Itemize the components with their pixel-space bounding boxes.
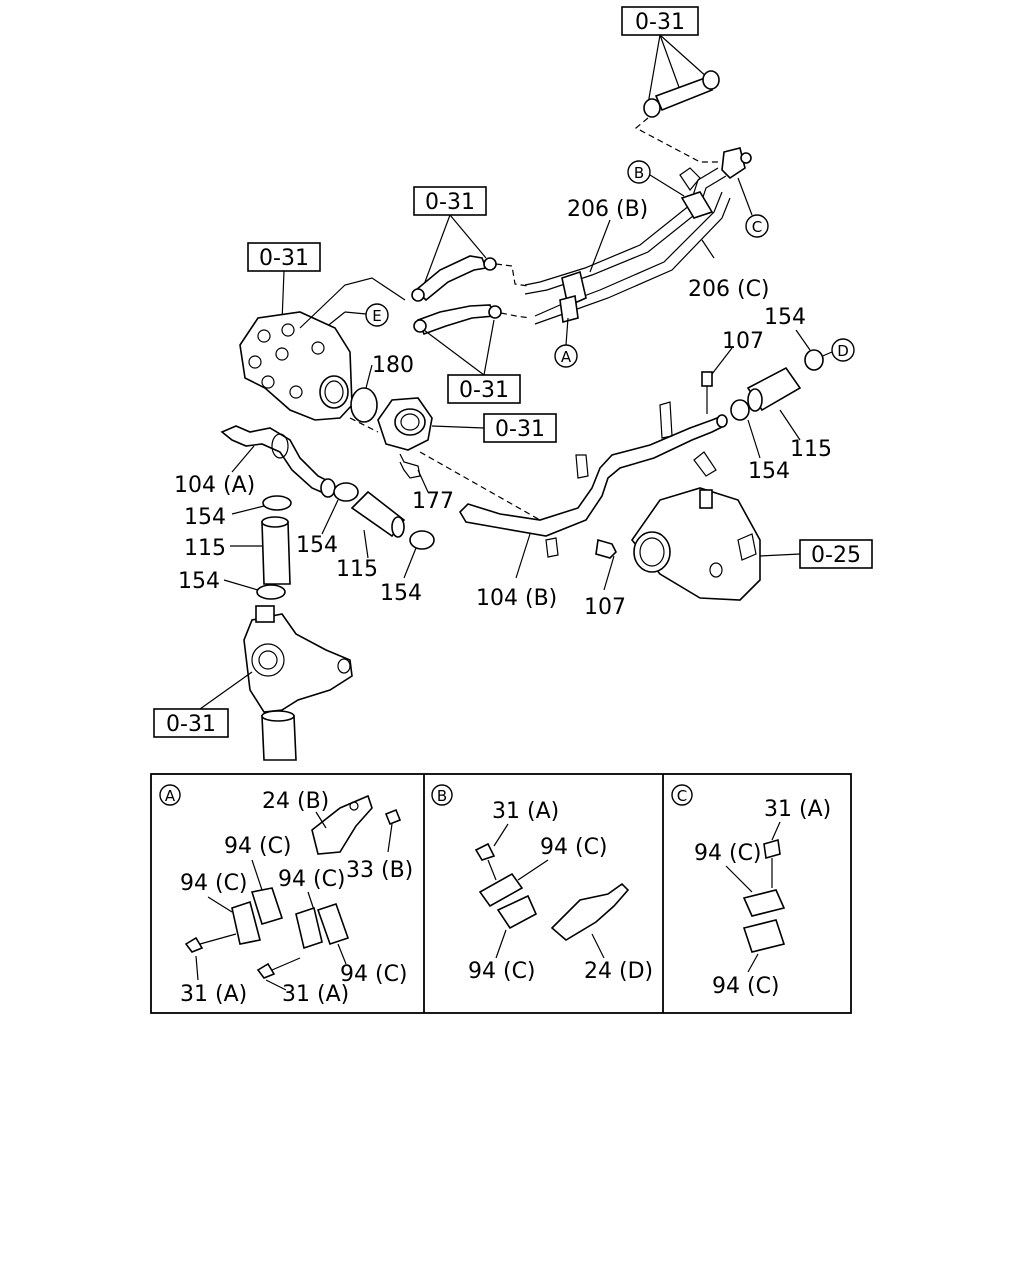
- part-label-107b: 107: [584, 595, 626, 620]
- bolt-107-lower: [595, 538, 617, 591]
- top-hose-fitting: 0-31: [621, 6, 720, 163]
- part-label-154c: 154: [184, 505, 226, 530]
- panel-b-label: 24 (D): [584, 959, 653, 984]
- part-label-154f: 154: [380, 581, 422, 606]
- svg-text:A: A: [561, 348, 572, 366]
- panel-a-label: 31 (A): [282, 982, 349, 1007]
- part-label-115b: 115: [184, 536, 226, 561]
- panel-b-label: 94 (C): [468, 959, 536, 984]
- ref-label: 0-31: [259, 246, 309, 271]
- part-label-154a: 154: [764, 305, 806, 330]
- water-pump-housing: 0-31: [239, 242, 406, 421]
- middle-hose-stack: [321, 482, 435, 579]
- right-hose-stack: [730, 329, 824, 459]
- svg-text:C: C: [677, 787, 687, 805]
- svg-text:C: C: [752, 218, 762, 236]
- part-label-154d: 154: [178, 569, 220, 594]
- callout-c: C: [737, 177, 769, 238]
- small-hoses: 0-31 0-31: [411, 186, 531, 404]
- ref-label: 0-31: [459, 378, 509, 403]
- svg-text:A: A: [165, 787, 176, 805]
- svg-text:B: B: [437, 787, 447, 805]
- part-label-206b: 206 (B): [567, 197, 648, 222]
- ref-label: 0-31: [425, 190, 475, 215]
- part-label-206c: 206 (C): [688, 277, 770, 302]
- svg-text:B: B: [634, 164, 644, 182]
- panel-c-label: 31 (A): [764, 797, 831, 822]
- panel-a-label: 94 (C): [340, 962, 408, 987]
- svg-text:D: D: [837, 342, 849, 360]
- detail-panel-b: B 31 (A) 94 (C) 94 (C) 24 (D): [431, 784, 653, 984]
- detail-panel-c: C 31 (A) 94 (C) 94 (C): [671, 784, 831, 999]
- detail-panels: A 24 (B) 33 (B) 94 (C) 94 (C) 94 (C) 94 …: [150, 773, 852, 1014]
- ref-label: 0-31: [166, 712, 216, 737]
- panel-a-label: 31 (A): [180, 982, 247, 1007]
- panel-a-label: 24 (B): [262, 789, 329, 814]
- o-ring-180: [350, 364, 378, 423]
- ref-label: 0-31: [635, 10, 685, 35]
- part-label-115a: 115: [790, 437, 832, 462]
- part-label-104a: 104 (A): [174, 473, 255, 498]
- part-label-154b: 154: [748, 459, 790, 484]
- ref-label: 0-31: [495, 417, 545, 442]
- callout-a: A: [554, 317, 578, 368]
- panel-c-label: 94 (C): [712, 974, 780, 999]
- detail-panel-a: A 24 (B) 33 (B) 94 (C) 94 (C) 94 (C) 94 …: [159, 784, 413, 1007]
- part-label-180: 180: [372, 353, 414, 378]
- ref-label: 0-25: [811, 543, 861, 568]
- panel-a-label: 94 (C): [278, 867, 346, 892]
- panel-c-label: 94 (C): [694, 841, 762, 866]
- bolt-107-upper: [701, 347, 733, 414]
- tube-assembly-206: [524, 147, 752, 325]
- panel-b-label: 94 (C): [540, 835, 608, 860]
- callout-b: B: [627, 160, 685, 197]
- thermostat-cover: 0-31: [349, 397, 557, 493]
- part-label-107a: 107: [722, 329, 764, 354]
- pipe-104a: [220, 425, 336, 498]
- panel-frame: [150, 773, 852, 1014]
- left-hose-stack: [223, 495, 292, 600]
- part-label-154e: 154: [296, 533, 338, 558]
- part-label-177: 177: [412, 489, 454, 514]
- panel-b-label: 31 (A): [492, 799, 559, 824]
- water-outlet: 0-25: [419, 451, 873, 601]
- panel-a-label: 33 (B): [346, 858, 413, 883]
- panel-a-label: 94 (C): [180, 871, 248, 896]
- part-label-115c: 115: [336, 557, 378, 582]
- lower-water-inlet: 0-31: [153, 605, 353, 761]
- panel-a-label: 94 (C): [224, 834, 292, 859]
- svg-text:E: E: [372, 307, 381, 325]
- pipe-104b: [458, 401, 728, 579]
- part-label-104b: 104 (B): [476, 586, 557, 611]
